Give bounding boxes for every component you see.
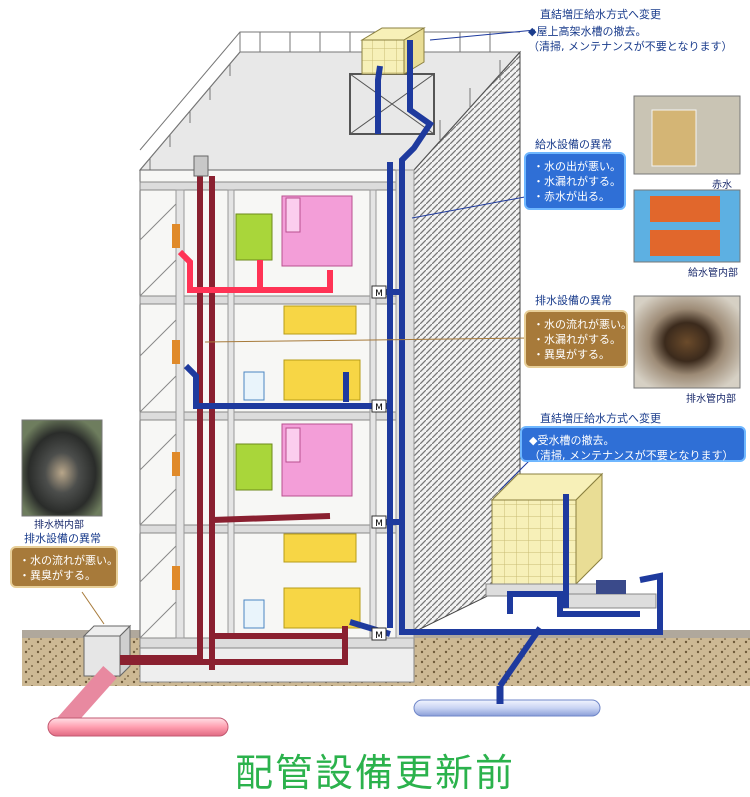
drain-issue-item: ・異臭がする。 (533, 348, 610, 361)
building-front (139, 169, 415, 683)
drain-issue-item: ・水漏れがする。 (533, 333, 621, 346)
receiving-tank-heading: 直結増圧給水方式へ変更 (540, 412, 661, 425)
meter-box (371, 285, 387, 299)
roof-tank-line-1: ◆屋上高架水槽の撤去。 (528, 25, 647, 38)
meter-box (371, 515, 387, 529)
meter-label: M (375, 289, 383, 299)
drain-basin-callout: ・水の流れが悪い。 ・異臭がする。 (10, 546, 118, 588)
red-water-caption: 赤水 (712, 180, 732, 191)
drain-pipes (120, 176, 348, 670)
supply-issue-item: ・赤水が出る。 (533, 190, 610, 203)
drain-issue-item: ・水の流れが悪い。 (533, 318, 632, 331)
page-title: 配管設備更新前 (234, 751, 515, 795)
drain-basin-heading: 排水設備の異常 (24, 532, 101, 545)
underground-mains (47, 666, 601, 737)
meter-label: M (375, 403, 383, 413)
roof-tank-line-2: （清掃, メンテナンスが不要となります） (528, 40, 733, 53)
drain-basin (82, 624, 132, 678)
receiving-water-tank (485, 472, 657, 609)
supply-issue-item: ・水漏れがする。 (533, 175, 621, 188)
meter-box (371, 399, 387, 413)
drain-issue-heading: 排水設備の異常 (535, 294, 612, 307)
drain-basin-interior-caption: 排水桝内部 (34, 520, 84, 531)
supply-pipes (183, 40, 663, 688)
supply-pipe-interior-caption: 給水管内部 (688, 268, 738, 279)
drain-basin-item: ・水の流れが悪い。 (19, 554, 118, 567)
receiving-tank-callout: ◆受水槽の撤去。 （清掃, メンテナンスが不要となります） (520, 426, 746, 462)
roof-tank-note: ◆屋上高架水槽の撤去。 （清掃, メンテナンスが不要となります） (528, 24, 732, 54)
meter-box (371, 627, 387, 641)
vent-cap (193, 155, 209, 177)
hot-water-pipes (177, 249, 333, 293)
roof-tank-heading: 直結増圧給水方式へ変更 (540, 8, 661, 21)
room-fixtures (235, 195, 361, 629)
drain-issue-callout: ・水の流れが悪い。 ・水漏れがする。 ・異臭がする。 (524, 310, 632, 368)
supply-issue-callout: ・水の出が悪い。 ・水漏れがする。 ・赤水が出る。 (524, 152, 626, 210)
supply-issue-item: ・水の出が悪い。 (533, 160, 621, 173)
receiving-tank-line-1: ◆受水槽の撤去。 (529, 434, 615, 447)
drain-pipe-interior-caption: 排水管内部 (686, 394, 736, 405)
roof-railing (139, 31, 521, 171)
meter-label: M (375, 519, 383, 529)
drain-basin-item: ・異臭がする。 (19, 569, 96, 582)
leader-lines (81, 29, 536, 625)
photos (21, 95, 741, 517)
water-meters: M M M M (371, 285, 387, 641)
receiving-tank-line-2: （清掃, メンテナンスが不要となります） (529, 449, 734, 462)
meter-label: M (375, 631, 383, 641)
supply-issue-heading: 給水設備の異常 (535, 138, 612, 151)
